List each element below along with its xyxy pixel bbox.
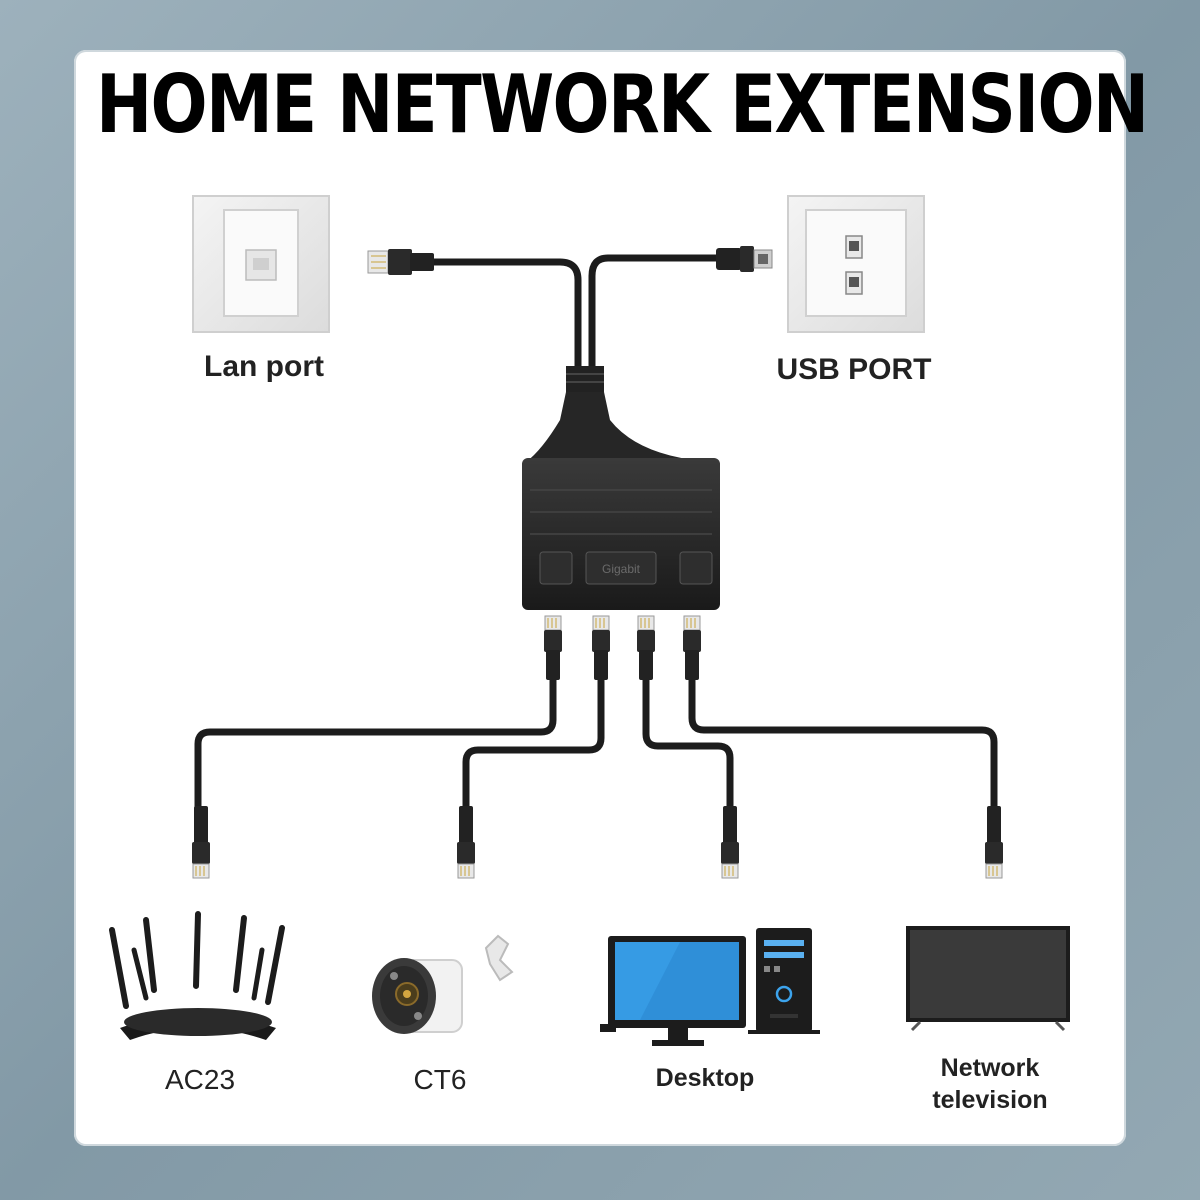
security-camera-icon — [372, 934, 514, 1034]
lan-plug-icon — [367, 249, 434, 275]
lan-wall-socket-icon — [192, 195, 330, 333]
device-label-camera: CT6 — [413, 1064, 467, 1095]
device-label-desktop: Desktop — [655, 1064, 755, 1092]
usb-wall-socket-icon — [787, 195, 925, 333]
device-label-tv: Network television — [932, 1054, 1048, 1114]
usb-port-label: USB PORT — [776, 353, 932, 386]
usb-plug-icon — [716, 246, 773, 272]
hub-output-plugs — [543, 615, 702, 681]
page-title: HOME NETWORK EXTENSION — [96, 58, 1149, 151]
hub-badge: Gigabit — [602, 562, 641, 576]
gigabit-switch-hub-icon: Gigabit — [522, 366, 720, 610]
input-cables — [426, 254, 724, 374]
desktop-computer-icon — [600, 928, 820, 1046]
router-icon — [109, 911, 285, 1040]
output-cables — [194, 678, 998, 810]
television-icon — [906, 926, 1070, 1032]
device-label-router: AC23 — [164, 1064, 236, 1095]
device-plugs — [191, 805, 1004, 879]
lan-port-label: Lan port — [204, 350, 324, 383]
